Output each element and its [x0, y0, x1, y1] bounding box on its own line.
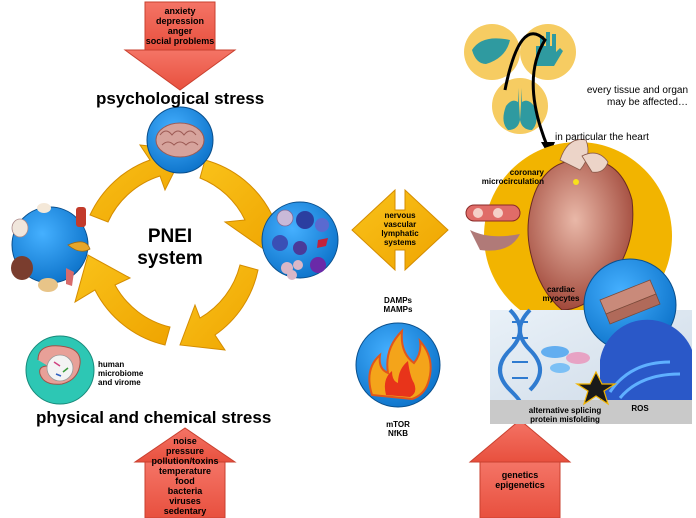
damps-label: DAMPs MAMPs [370, 296, 426, 314]
vessels-tube [465, 204, 521, 251]
label-line: every tissue and organ [586, 85, 688, 96]
organs-note: every tissue and organ may be affected… [558, 85, 688, 109]
bottom-arrow-label: noise pressure pollution/toxins temperat… [140, 436, 230, 516]
label-line: sedentary [163, 506, 207, 516]
double-arrow [351, 188, 449, 272]
label-line: lymphatic [381, 229, 419, 238]
double-arrow-label: nervous vascular lymphatic systems [365, 211, 435, 247]
label-line: MAMPs [383, 305, 413, 314]
label-line: microcirculation [481, 177, 544, 186]
label-line: myocytes [542, 294, 580, 303]
immune-cells-circle [261, 201, 339, 280]
pnei-line: PNEI [147, 226, 193, 247]
label-line: anxiety [164, 6, 196, 16]
label-line: microbiome [98, 369, 144, 378]
psychological-stress-title: psychological stress [96, 89, 265, 108]
label-line: noise [173, 436, 197, 446]
label-line: and virome [98, 378, 141, 387]
label-line: anger [167, 26, 193, 36]
label-line: cardiac [546, 285, 576, 294]
liver-icon-circle [464, 24, 520, 80]
label-line: depression [155, 16, 204, 26]
label-line: viruses [169, 496, 201, 506]
label-line: pollution/toxins [151, 456, 219, 466]
label-line: may be affected… [607, 97, 688, 108]
coronary-label: coronary microcirculation [478, 168, 544, 186]
label-line: food [175, 476, 195, 486]
label-line: systems [383, 238, 417, 247]
label-line: mTOR [386, 420, 410, 429]
hand-icon-circle [520, 24, 576, 80]
genetics-arrow-label: genetics epigenetics [480, 470, 560, 490]
brain-circle [146, 106, 214, 174]
physical-chemical-stress-title: physical and chemical stress [36, 408, 272, 427]
label-line: temperature [158, 466, 212, 476]
label-line: coronary [509, 168, 544, 177]
curved-arrow [503, 32, 550, 149]
label-line: social problems [145, 36, 215, 46]
splicing-label: alternative splicing protein misfolding [510, 406, 620, 424]
inflammation-circle [355, 322, 441, 408]
label-line: epigenetics [495, 480, 545, 490]
top-arrow-label: anxiety depression anger social problems [145, 6, 215, 46]
grey-banner [490, 400, 692, 424]
label-line: nervous [384, 211, 416, 220]
mitochondria-circle [600, 319, 692, 402]
pnei-system-label: PNEI system [130, 226, 210, 270]
organs-circle [11, 203, 91, 292]
label-line: alternative splicing [528, 406, 602, 415]
label-line: human [98, 360, 125, 369]
genetics-red-arrow [468, 419, 572, 518]
label-line: protein misfolding [530, 415, 600, 424]
label-line: bacteria [167, 486, 203, 496]
ros-label: ROS [631, 404, 649, 413]
label-line: DAMPs [383, 296, 412, 305]
heart-note: in particular the heart [555, 132, 649, 143]
pnei-line: system [137, 248, 203, 269]
top-red-arrow [123, 1, 237, 91]
cardiac-label: cardiac myocytes [536, 285, 586, 303]
label-line: genetics [501, 470, 539, 480]
bottom-red-arrow [133, 427, 237, 518]
microbiome-circle [25, 335, 95, 405]
label-line: NfKB [388, 429, 408, 438]
ros-star [574, 370, 618, 406]
label-line: vascular [383, 220, 417, 229]
mtor-label: mTOR NfKB [370, 420, 426, 438]
microbiome-label: human microbiome and virome [98, 360, 160, 387]
label-line: pressure [165, 446, 205, 456]
